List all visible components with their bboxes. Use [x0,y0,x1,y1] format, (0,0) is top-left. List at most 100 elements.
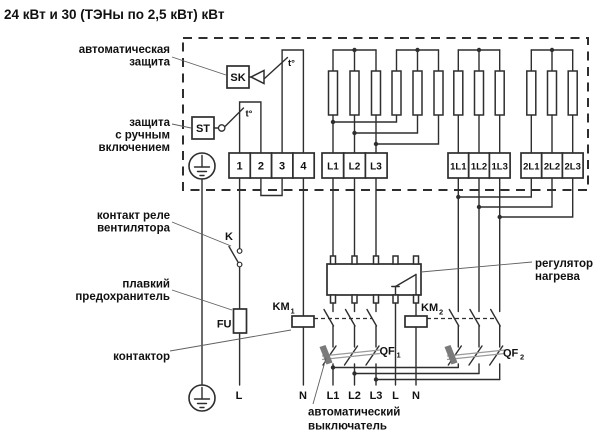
regulator-label-1: регулятор [535,258,593,270]
terminal-1l3-label: 1L3 [492,162,508,173]
lead-n-left: N [299,390,307,402]
fuse-label-2: предохранитель [75,291,170,303]
k-blade [228,245,239,264]
contactor-label: контактор [113,351,170,363]
terminal-l1-label: L1 [327,162,339,173]
enclosure-dashed-border [182,37,589,191]
lead-l-right: L [392,390,399,402]
heat-regulator [326,255,422,304]
manual-protection-label-3: включением [99,142,171,154]
terminal-l3 [364,152,388,179]
terminal-1l1-label: 1L1 [450,162,467,173]
km2-coil [404,315,428,328]
lead-n-right: N [412,390,420,402]
terminal-2l3 [561,152,584,179]
auto-protection-label-1: автоматическая [79,44,170,56]
km2-sub: 2 [439,308,443,317]
annotations: автоматическая защита защита с ручным вк… [75,44,593,433]
qf2-label: QF [503,348,519,360]
terminal-l2-label: L2 [349,162,361,173]
heater-element [391,70,402,116]
heater-element [433,70,444,116]
lead-l3: L3 [370,390,383,402]
sk-temp-label: t° [288,58,295,69]
lead-l1: L1 [327,390,340,402]
fan-relay-contact: K [225,231,243,268]
auto-protection-label-2: защита [129,57,170,69]
heater-element [453,70,464,116]
qf2-handle [444,345,458,365]
heater-element [349,70,360,116]
regulator-contact-blade [394,273,417,288]
terminal-2-label: 2 [258,161,264,173]
breaker-label-1: автоматический [308,407,400,419]
fan-relay-label-1: контакт реле [97,210,170,222]
terminal-block-l: L1 L2 L3 [321,152,388,179]
lead-l-left: L [236,390,243,402]
fu-box [232,308,248,334]
heater-elements [327,70,578,116]
fuse-fu: FU [217,308,248,334]
km1-coil [291,315,315,328]
terminal-1l3 [488,152,511,179]
st-label: ST [196,123,210,135]
st-thermal-blade [224,107,245,128]
terminal-2l1-label: 2L1 [523,162,540,173]
regulator-label-2: нагрева [535,271,580,283]
heater-element [546,70,558,116]
terminal-4-label: 4 [300,161,307,173]
junction-dots [330,47,555,382]
earth-icon [188,384,216,412]
sk-thermal-blade [263,56,289,80]
qf1-label: QF [380,346,396,358]
bottom-leads: L N L1 L2 L3 L N [236,390,420,402]
qf1-handle [319,345,333,365]
heater-element [567,70,578,116]
k-label: K [225,231,233,243]
fan-relay-label-2: вентилятора [97,223,171,235]
terminal-2l3-label: 2L3 [565,162,581,173]
earth-icon [188,152,216,180]
terminal-block-numeric: 1 2 3 4 [228,152,316,179]
heater-element [370,70,382,116]
km1-label: KM [273,301,290,313]
terminal-block-2l: 2L1 2L2 2L3 [520,152,584,179]
contactor-km2: KM 2 [404,302,501,328]
page-title: 24 кВт и 30 (ТЭНы по 2,5 кВт) кВт [4,7,225,22]
manual-protection-label-1: защита [129,117,170,129]
heater-element [327,70,339,116]
terminal-1l2-label: 1L2 [471,162,487,173]
breaker-qf1: QF 1 [319,345,401,366]
heater-element [412,70,423,116]
st-temp-label: t° [246,109,253,120]
st-reset-button [217,124,226,132]
terminal-3-label: 3 [279,161,285,173]
earth-circuit [188,152,216,412]
manual-protection-label-2: с ручным [115,130,170,142]
km1-sub: 1 [291,307,295,316]
terminal-l3-label: L3 [370,162,382,173]
sk-actuator-triangle [249,69,265,85]
terminal-4 [292,152,316,179]
terminal-2l2-label: 2L2 [544,162,560,173]
lead-l2: L2 [348,390,361,402]
fuse-label-1: плавкий [122,279,170,291]
fu-label: FU [217,319,232,331]
heater-element [494,70,505,116]
st-protection: ST t° [191,107,253,140]
heater-element [473,70,485,116]
breaker-qf2: QF 2 [444,345,524,366]
km2-label: KM [421,302,438,314]
contactor-km1: KM 1 [273,301,378,328]
terminal-block-1l: 1L1 1L2 1L3 [447,152,511,179]
regulator-box [326,263,422,296]
breaker-label-2: выключатель [308,421,387,433]
sk-protection: SK t° [226,56,295,89]
sk-label: SK [230,72,245,84]
qf2-sub: 2 [520,353,524,362]
qf1-sub: 1 [397,351,401,360]
callout-lines [169,56,533,405]
heater-element [526,70,537,116]
